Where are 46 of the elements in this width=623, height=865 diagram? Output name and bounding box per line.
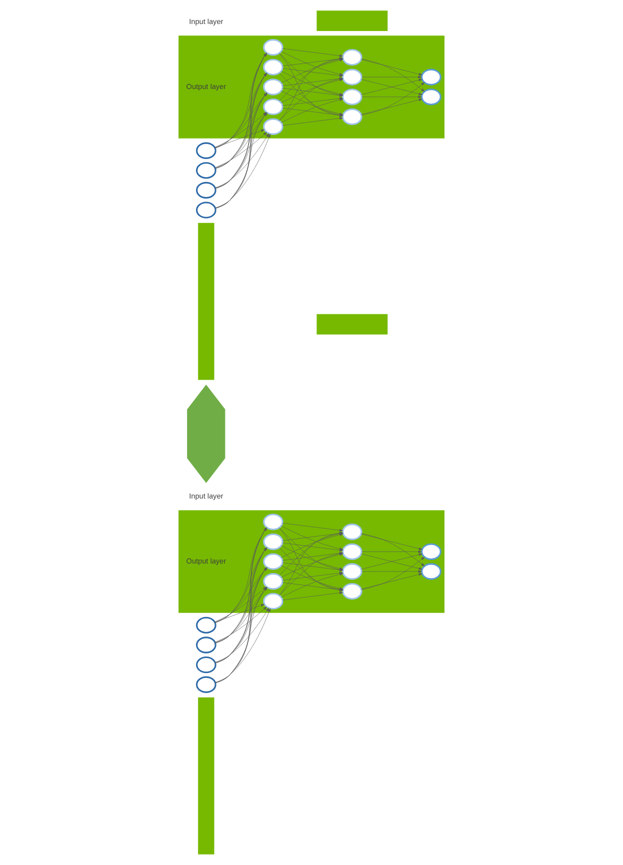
node-circle (342, 543, 362, 560)
node-circle (196, 142, 216, 159)
arrow (361, 98, 422, 115)
arrow (361, 573, 422, 590)
node-circle (196, 162, 216, 179)
arrow (214, 608, 269, 663)
node-circle (196, 636, 216, 654)
arrow (215, 134, 270, 208)
arrow (361, 570, 422, 573)
node-circle (196, 656, 216, 674)
node-circle (342, 68, 362, 86)
arrow (214, 130, 264, 148)
arrow (282, 117, 343, 126)
node-box (316, 314, 388, 335)
arrow (214, 132, 267, 168)
arrow (361, 533, 425, 566)
node-circle (342, 582, 362, 600)
arrow (214, 606, 267, 642)
node-bar (198, 696, 215, 855)
node-circle (196, 202, 216, 218)
arrow (361, 96, 422, 98)
arrow (361, 76, 422, 78)
node-box (316, 10, 388, 32)
arrow (361, 550, 422, 553)
node-circle (196, 616, 216, 634)
arrow (214, 133, 269, 188)
node-circle (342, 88, 362, 106)
arrow (282, 68, 343, 77)
arrow (282, 522, 343, 532)
arrow (214, 604, 264, 622)
arrow (282, 592, 343, 600)
node-circle (342, 524, 362, 540)
arrow (361, 58, 425, 92)
node-circle (196, 182, 216, 199)
node-circle (342, 563, 362, 580)
node-arrow (187, 384, 226, 483)
arrow (361, 82, 425, 116)
node-bar (198, 222, 215, 380)
arrow (215, 608, 270, 683)
node-circle (342, 48, 362, 66)
node-circle (342, 108, 362, 126)
arrow (361, 534, 422, 550)
node-circle (196, 676, 216, 693)
arrow (361, 59, 422, 76)
arrow (361, 556, 425, 590)
arrow (282, 48, 343, 58)
